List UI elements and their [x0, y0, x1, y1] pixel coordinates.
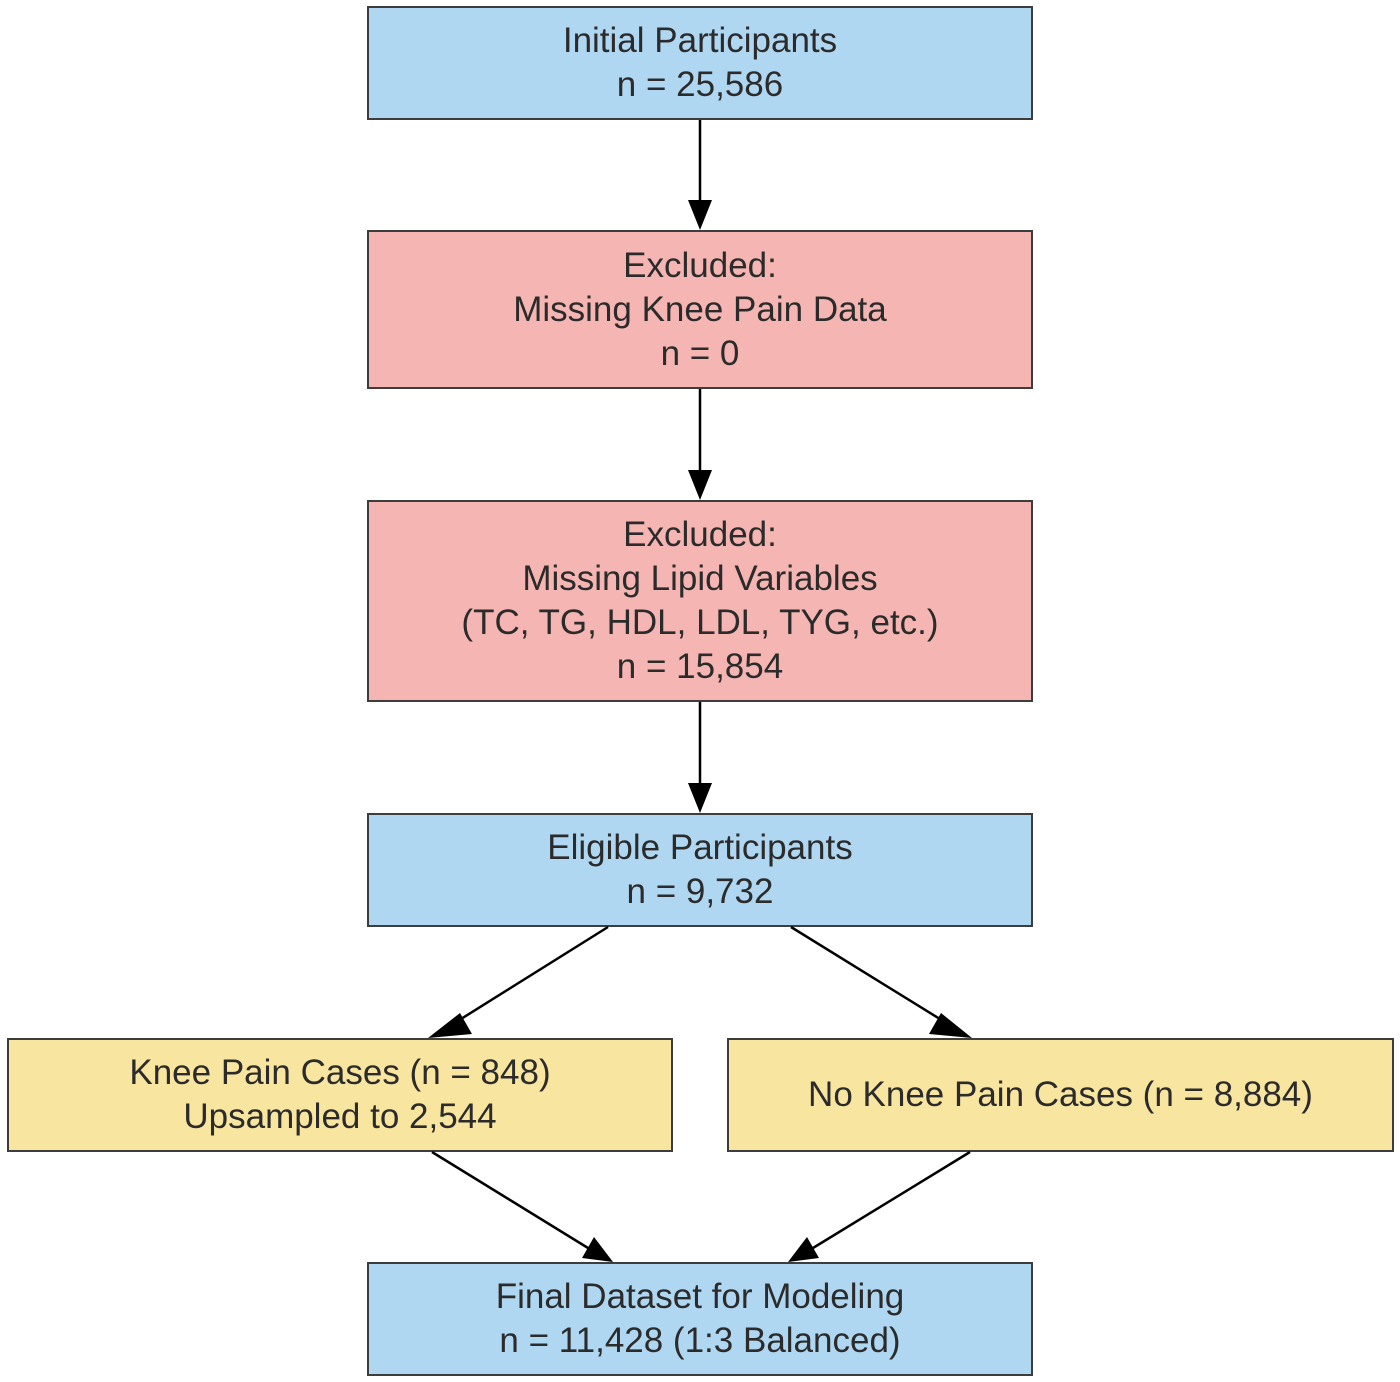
eligible-participants-count: n = 9,732: [626, 872, 774, 911]
arrowhead-knee-cases: [428, 1013, 472, 1038]
arrowhead-no-knee-cases: [929, 1013, 972, 1038]
arrowhead-final-left: [582, 1237, 613, 1262]
arrowhead-eligible: [688, 783, 712, 813]
knee-pain-cases-box: Knee Pain Cases (n = 848) Upsampled to 2…: [7, 1038, 673, 1152]
arrowhead-excluded-knee: [688, 200, 712, 230]
eligible-participants-box: Eligible Participants n = 9,732: [367, 813, 1033, 927]
excluded-lipid-box: Excluded: Missing Lipid Variables (TC, T…: [367, 500, 1033, 702]
excluded-knee-pain-count: n = 0: [660, 333, 740, 373]
final-dataset-count: n = 11,428 (1:3 Balanced): [499, 1321, 901, 1360]
final-dataset-box: Final Dataset for Modeling n = 11,428 (1…: [367, 1262, 1033, 1376]
no-knee-pain-cases-title: No Knee Pain Cases (n = 8,884): [808, 1075, 1313, 1114]
arrow-eligible-to-no-knee-cases: [790, 925, 949, 1026]
arrow-knee-cases-to-final: [431, 1150, 589, 1250]
excluded-knee-pain-label: Excluded:: [623, 245, 777, 285]
final-dataset-title: Final Dataset for Modeling: [495, 1277, 905, 1316]
arrowhead-excluded-lipid: [688, 470, 712, 500]
excluded-knee-pain-reason: Missing Knee Pain Data: [513, 289, 887, 329]
eligible-participants-title: Eligible Participants: [547, 828, 853, 867]
initial-participants-count: n = 25,586: [616, 65, 784, 104]
excluded-lipid-count: n = 15,854: [616, 647, 784, 686]
excluded-lipid-reason: Missing Lipid Variables: [522, 559, 878, 598]
excluded-lipid-variables: (TC, TG, HDL, LDL, TYG, etc.): [461, 603, 939, 642]
initial-participants-title: Initial Participants: [562, 21, 838, 60]
knee-pain-cases-title: Knee Pain Cases (n = 848): [129, 1053, 551, 1092]
excluded-knee-pain-box: Excluded: Missing Knee Pain Data n = 0: [367, 230, 1033, 389]
arrow-eligible-to-knee-cases: [452, 925, 609, 1026]
no-knee-pain-cases-box: No Knee Pain Cases (n = 8,884): [727, 1038, 1394, 1152]
initial-participants-box: Initial Participants n = 25,586: [367, 6, 1033, 120]
excluded-lipid-label: Excluded:: [623, 515, 777, 554]
arrowhead-final-right: [788, 1237, 819, 1262]
arrow-no-knee-cases-to-final: [812, 1150, 971, 1250]
knee-pain-cases-upsampled: Upsampled to 2,544: [183, 1097, 497, 1136]
